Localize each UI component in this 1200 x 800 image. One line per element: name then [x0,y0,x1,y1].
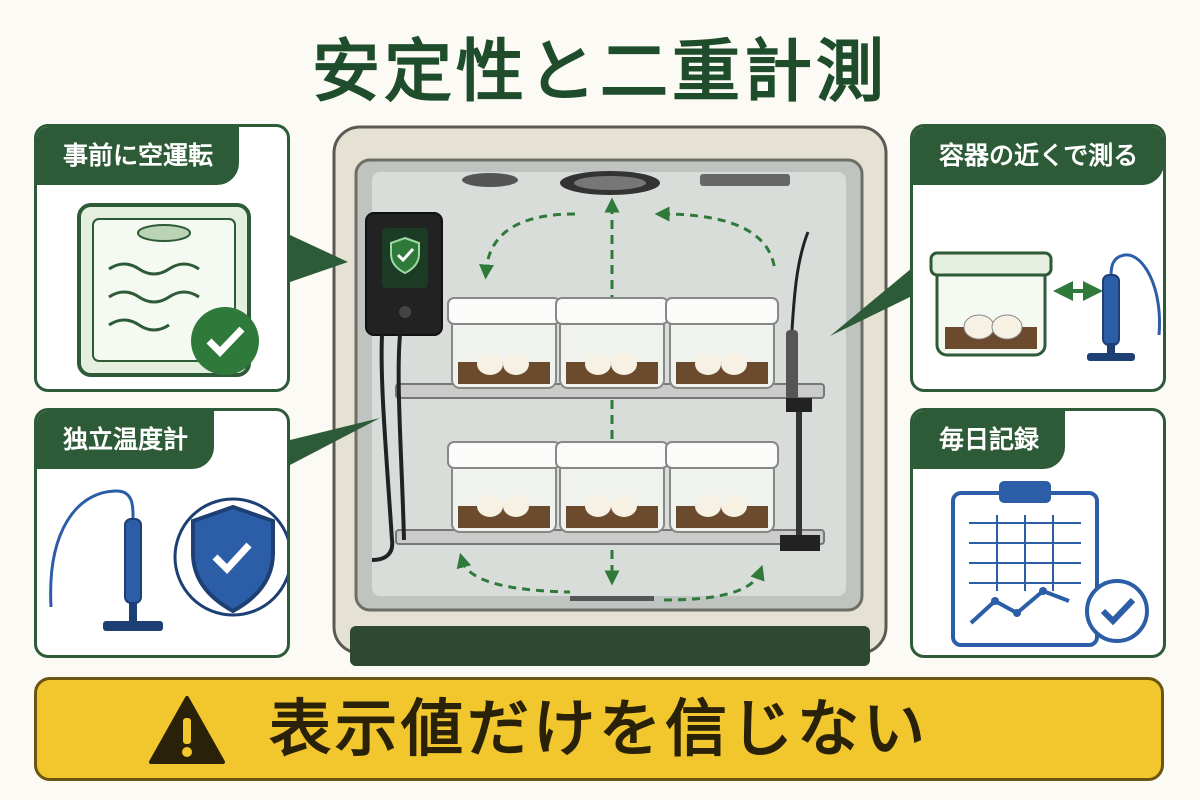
panel-measure-near-container: 容器の近くで測る [910,124,1166,392]
egg-container [447,297,561,389]
panel-label: 事前に空運転 [37,127,240,185]
panel-dry-run: 事前に空運転 [34,124,290,392]
panel-label: 容器の近くで測る [913,127,1163,185]
panel-label: 独立温度計 [37,411,215,469]
panel-independent-thermometer: 独立温度計 [34,408,290,658]
egg-container [555,297,669,389]
clipboard-chart-check-icon [951,481,1149,647]
page-title: 安定性と二重計測 [311,33,888,112]
egg-container [665,297,779,389]
panel-daily-record: 毎日記録 [910,408,1166,658]
egg-container [555,441,669,533]
egg-container [665,441,779,533]
container-probe-distance-icon [929,251,1162,361]
panel-label: 毎日記録 [913,411,1066,469]
thermometer-probe-shield-icon [49,489,287,631]
warning-banner: 表示値だけを信じない [34,677,1164,781]
incubator-with-check-icon [77,203,259,377]
warning-triangle-icon [149,696,225,764]
warning-text: 表示値だけを信じない [269,692,930,765]
egg-container [447,441,561,533]
